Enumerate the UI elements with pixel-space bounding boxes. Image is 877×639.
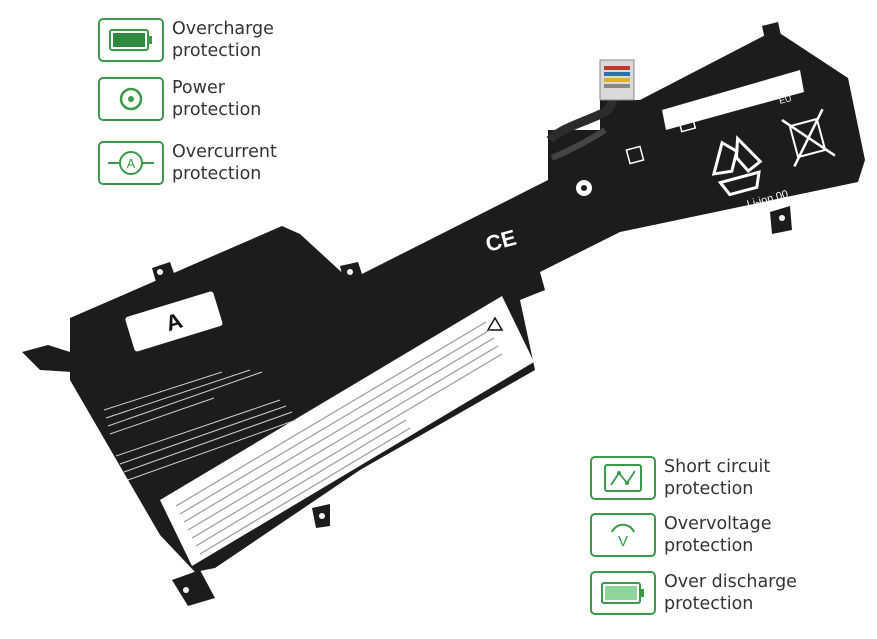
mount-hole (183, 587, 189, 593)
power-icon (98, 77, 164, 121)
mount-tab-right-top (762, 22, 782, 44)
feature-title: Short circuit (664, 457, 771, 477)
feature-title: Overcharge (172, 19, 274, 39)
mount-hole (157, 269, 163, 275)
warning-triangle-icon (486, 316, 504, 331)
voltage-icon: V (590, 513, 656, 557)
mount-hole (319, 513, 325, 519)
spec-label-text-lines (175, 321, 503, 555)
feature-subtitle: protection (172, 164, 262, 184)
cell-label-box (125, 291, 223, 352)
feature-subtitle: protection (664, 479, 754, 499)
top-right-label-strip (662, 70, 804, 130)
small-logo-box (677, 115, 697, 133)
battery-low-icon (590, 571, 656, 615)
feature-subtitle: protection (664, 594, 754, 614)
feature-title: Overcurrent (172, 142, 277, 162)
crossed-bin-icon (781, 108, 836, 167)
battery-full-icon (98, 18, 164, 62)
circuit-board-icon (590, 456, 656, 500)
mount-hole (347, 269, 353, 275)
eu-text: EU (778, 93, 793, 106)
battery-print-lines (103, 369, 297, 481)
small-logo-box (625, 145, 645, 165)
mount-tab-mid (340, 262, 366, 292)
feature-title: Over discharge (664, 572, 797, 592)
cell-label: A (163, 308, 186, 337)
ammeter-icon: A (98, 141, 164, 185)
recycle-icon (711, 135, 763, 197)
svg-text:A: A (127, 156, 136, 171)
feature-subtitle: protection (172, 100, 262, 120)
spec-label (160, 296, 534, 566)
feature-title: Overvoltage (664, 514, 772, 534)
connector-cable (546, 59, 635, 161)
mount-hole (779, 215, 785, 221)
mount-tab-left (22, 345, 72, 372)
feature-subtitle: protection (172, 41, 262, 61)
svg-text:V: V (618, 533, 628, 550)
feature-subtitle: protection (664, 536, 754, 556)
mount-tab-bottom (172, 570, 215, 606)
feature-title: Power (172, 78, 225, 98)
